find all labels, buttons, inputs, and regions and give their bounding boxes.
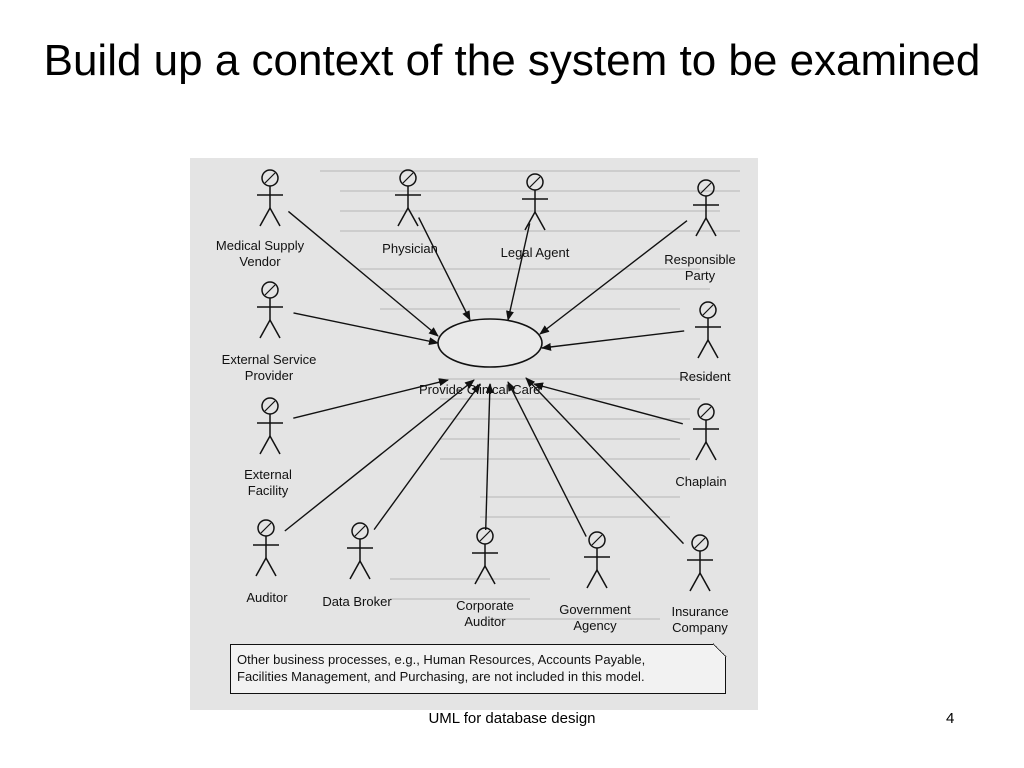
association-arrow-chaplain <box>533 382 683 425</box>
actor-chaplain <box>693 403 719 461</box>
background-text-line <box>320 170 740 172</box>
actor-label-external-facility: External Facility <box>244 467 292 498</box>
actor-auditor <box>253 519 279 577</box>
diagram-scan: Provide Clinical Care Medical Supply Ven… <box>190 158 758 710</box>
actor-label-resident: Resident <box>679 369 731 384</box>
actor-label-legal-agent: Legal Agent <box>500 245 570 260</box>
use-case-diagram <box>253 169 721 592</box>
actor-government-agency <box>584 531 610 589</box>
background-text-line <box>490 618 660 620</box>
use-case-label: Provide Clinical Care <box>419 382 541 397</box>
actor-external-facility <box>257 397 283 455</box>
association-arrow-external-service-provider <box>293 312 439 346</box>
background-text-line <box>380 288 710 290</box>
background-text-line <box>340 210 720 212</box>
actor-external-service-provider <box>257 281 283 339</box>
actor-physician <box>395 169 421 227</box>
actor-legal-agent <box>522 173 548 231</box>
background-text-line <box>440 438 680 440</box>
use-case-oval <box>437 318 543 368</box>
actor-label-data-broker: Data Broker <box>322 594 392 609</box>
background-text-line <box>440 378 720 380</box>
actor-corporate-auditor <box>472 527 498 585</box>
actor-label-external-service-provider: External Service Provider <box>221 352 317 383</box>
actor-label-government-agency: Government Agency <box>559 602 631 633</box>
background-text-line <box>380 308 680 310</box>
slide-title: Build up a context of the system to be e… <box>43 36 981 85</box>
association-arrow-legal-agent <box>506 223 531 321</box>
actor-medical-supply-vendor <box>257 169 283 227</box>
actor-label-chaplain: Chaplain <box>675 474 727 489</box>
actor-label-responsible-party: Responsible Party <box>664 252 736 283</box>
association-arrow-responsible-party <box>539 220 688 335</box>
association-arrow-data-broker <box>373 383 481 531</box>
association-arrow-government-agency <box>507 381 587 537</box>
background-text-line <box>440 458 690 460</box>
association-arrow-resident <box>541 330 685 351</box>
background-text-line <box>360 268 700 270</box>
slide-footer: UML for database design <box>428 710 596 727</box>
note-box: Other business processes, e.g., Human Re… <box>230 643 727 694</box>
background-text-line <box>440 398 700 400</box>
background-text-line <box>340 190 740 192</box>
actor-resident <box>695 301 721 359</box>
background-text-line <box>390 578 550 580</box>
association-arrow-external-facility <box>293 378 449 419</box>
actor-label-insurance-company: Insurance Company <box>671 604 729 635</box>
background-text-line <box>390 598 530 600</box>
page-number: 4 <box>946 710 955 727</box>
actor-label-auditor: Auditor <box>246 590 288 605</box>
actor-label-medical-supply-vendor: Medical Supply Vendor <box>215 238 305 269</box>
association-arrow-auditor <box>284 379 475 532</box>
actor-responsible-party <box>693 179 719 237</box>
note-folded-corner <box>713 643 727 657</box>
actor-label-corporate-auditor: Corporate Auditor <box>456 598 514 629</box>
note-text: Other business processes, e.g., Human Re… <box>237 652 646 684</box>
background-text-line <box>340 230 740 232</box>
background-text-line <box>480 516 670 518</box>
association-arrow-medical-supply-vendor <box>287 210 439 337</box>
background-text-line <box>480 496 680 498</box>
association-arrow-corporate-auditor <box>485 383 494 531</box>
association-arrow-insurance-company <box>525 377 685 545</box>
actor-label-physician: Physician <box>382 241 438 256</box>
actor-insurance-company <box>687 534 713 592</box>
association-arrow-physician <box>418 217 471 321</box>
actor-data-broker <box>347 522 373 580</box>
